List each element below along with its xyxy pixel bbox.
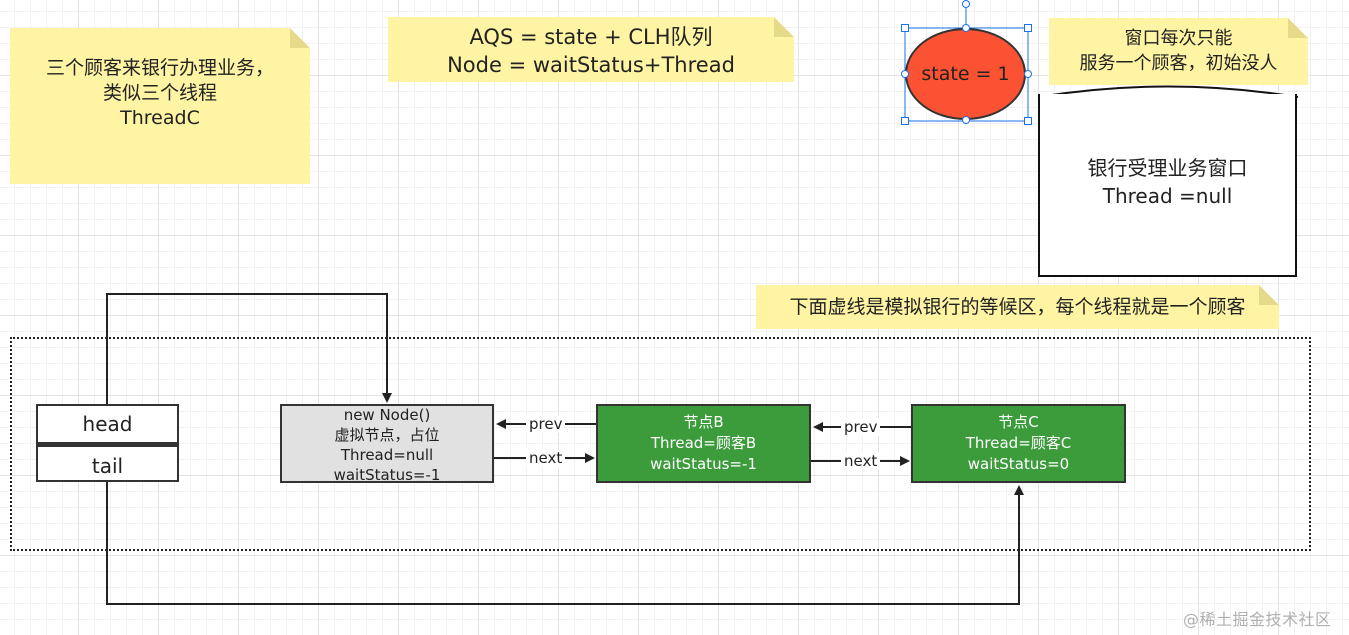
bank-window-thread: Thread =null: [1102, 184, 1233, 208]
resize-handle-nw[interactable]: [901, 24, 909, 32]
resize-handle-ne[interactable]: [1024, 24, 1032, 32]
note-customers-line-2: 类似三个线程: [102, 82, 217, 104]
bank-window-title: 银行受理业务窗口: [1087, 156, 1248, 180]
note-customers-line-3: ThreadC: [120, 107, 200, 129]
watermark: @稀土掘金技术社区: [1183, 610, 1332, 629]
resize-handle-sw[interactable]: [901, 117, 909, 125]
resize-handle-w[interactable]: [901, 70, 909, 78]
note-window-line-2: 服务一个顾客，初始没人: [1079, 53, 1278, 74]
edge-label-next: next: [841, 452, 881, 470]
dummy-node-line-1: new Node(): [343, 406, 431, 424]
resize-handle-se[interactable]: [1024, 117, 1032, 125]
note-waiting-text: 下面虚线是模拟银行的等候区，每个线程就是一个顾客: [789, 296, 1246, 318]
resize-handle-n[interactable]: [962, 24, 970, 32]
node-b[interactable]: 节点B Thread=顾客B waitStatus=-1: [596, 404, 811, 483]
node-c-waitstatus: waitStatus=0: [967, 455, 1070, 473]
resize-handle-s[interactable]: [962, 116, 970, 124]
node-c-title: 节点C: [998, 413, 1039, 431]
node-b-title: 节点B: [683, 413, 724, 431]
dummy-node-line-2: 虚拟节点，占位: [334, 426, 440, 444]
note-customers-line-1: 三个顾客来银行办理业务，: [45, 57, 274, 79]
note-aqs-line-1: AQS = state + CLH队列: [469, 25, 713, 49]
note-window-line-1: 窗口每次只能: [1124, 28, 1233, 49]
edge-label-prev: prev: [526, 415, 566, 433]
state-label: state = 1: [921, 63, 1010, 85]
tail-pointer[interactable]: tail: [36, 443, 179, 482]
note-window: 窗口每次只能 服务一个顾客，初始没人: [1049, 18, 1308, 85]
node-b-thread: Thread=顾客B: [650, 434, 757, 452]
note-aqs: AQS = state + CLH队列 Node = waitStatus+Th…: [388, 17, 794, 82]
resize-handle-e[interactable]: [1024, 70, 1032, 78]
note-waiting: 下面虚线是模拟银行的等候区，每个线程就是一个顾客: [756, 285, 1279, 329]
dummy-node-line-3: Thread=null: [340, 446, 434, 464]
waiting-area: [10, 337, 1311, 551]
node-b-waitstatus: waitStatus=-1: [650, 455, 757, 473]
bank-window[interactable]: 银行受理业务窗口 Thread =null: [1038, 94, 1297, 277]
dummy-node[interactable]: new Node() 虚拟节点，占位 Thread=null waitStatu…: [280, 404, 494, 484]
head-label: head: [82, 412, 133, 436]
node-c-thread: Thread=顾客C: [965, 434, 1072, 452]
note-customers: 三个顾客来银行办理业务， 类似三个线程 ThreadC: [10, 28, 310, 184]
tail-label: tail: [91, 454, 124, 478]
dummy-node-line-4: waitStatus=-1: [333, 466, 441, 484]
rotate-handle[interactable]: [962, 0, 970, 8]
edge-label-prev: prev: [841, 418, 881, 436]
head-pointer[interactable]: head: [36, 404, 179, 444]
note-aqs-line-2: Node = waitStatus+Thread: [447, 53, 735, 77]
edge-label-next: next: [526, 449, 566, 467]
node-c[interactable]: 节点C Thread=顾客C waitStatus=0: [911, 404, 1126, 483]
